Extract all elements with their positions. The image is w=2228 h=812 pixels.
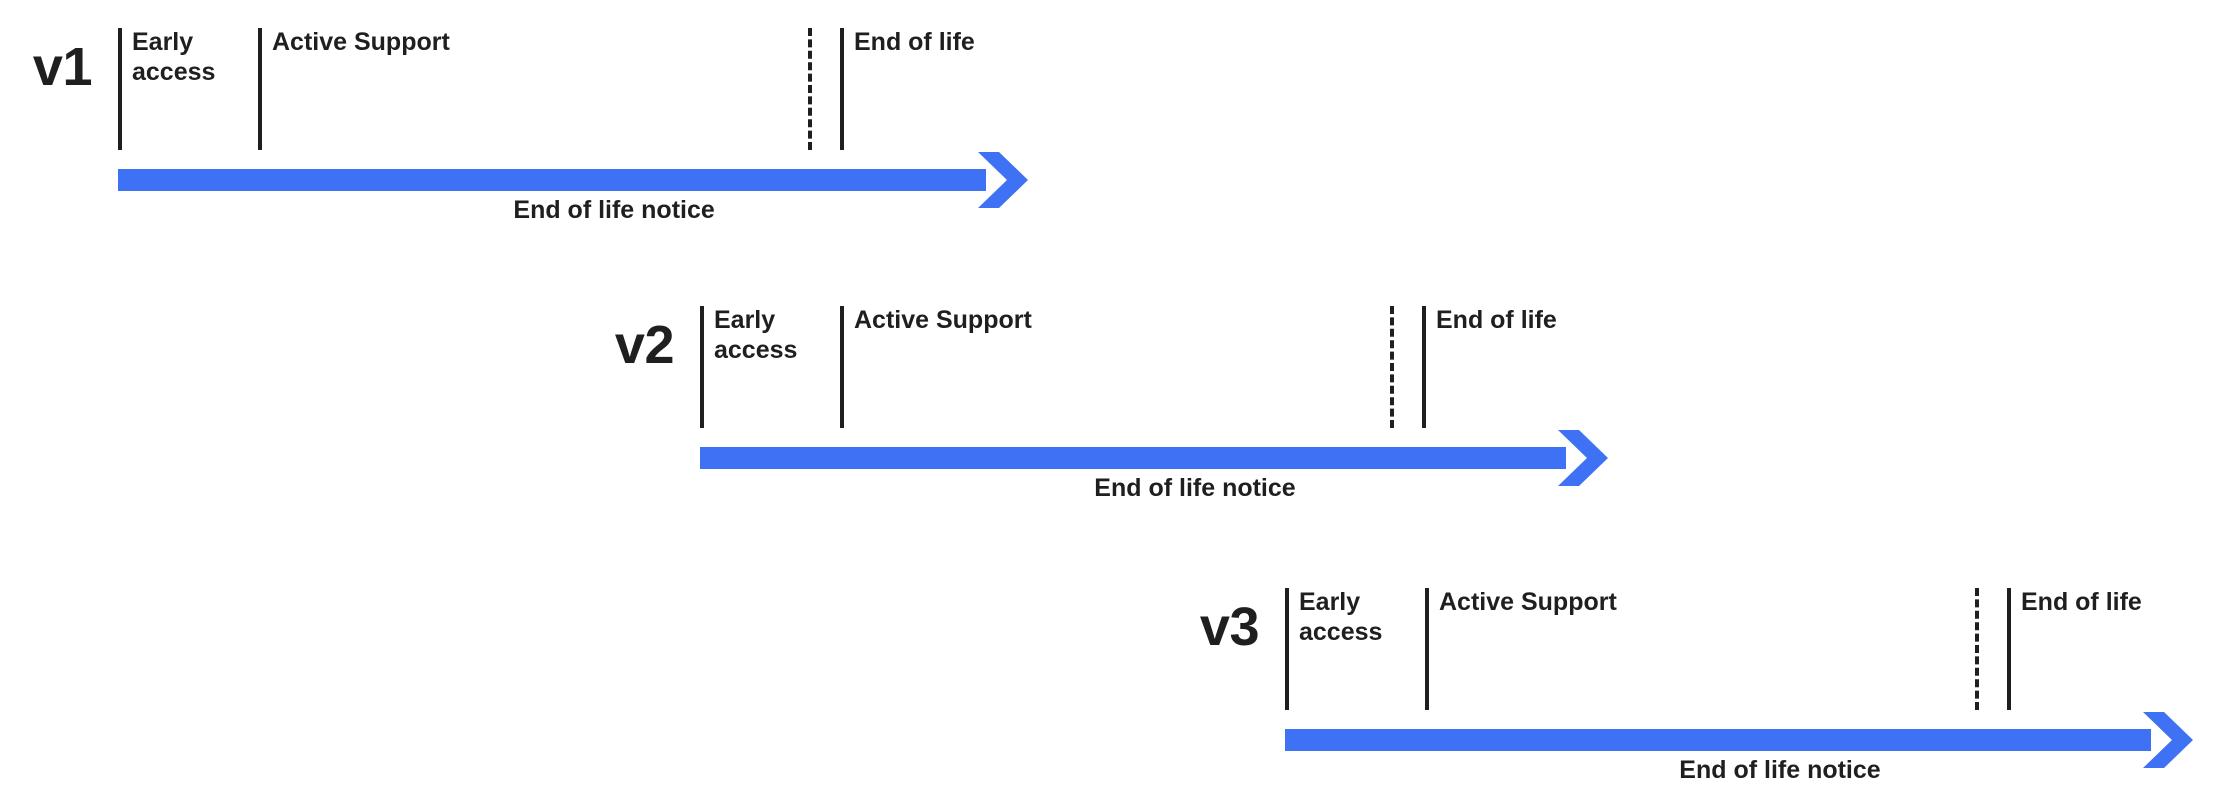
- phase-divider: [258, 28, 262, 150]
- phase-divider: [700, 306, 704, 428]
- end-of-life-notice-label: End of life notice: [1679, 756, 1881, 784]
- phase-label: Early access: [132, 28, 216, 86]
- phase-label: End of life: [854, 28, 975, 56]
- phase-label: Early access: [1299, 588, 1383, 646]
- end-of-life-notice-label: End of life notice: [1094, 474, 1296, 502]
- phase-divider: [1425, 588, 1429, 710]
- version-label-v2: v2: [614, 315, 675, 375]
- phase-divider: [1422, 306, 1426, 428]
- phase-label: End of life: [1436, 306, 1557, 334]
- phase-label: Active Support: [272, 28, 450, 56]
- version-label-v3: v3: [1199, 597, 1260, 657]
- phase-divider: [118, 28, 122, 150]
- phase-label: Active Support: [854, 306, 1032, 334]
- lifecycle-arrow: [118, 150, 1028, 208]
- version-label-v1: v1: [32, 37, 93, 97]
- end-of-life-notice-marker: [1390, 306, 1394, 428]
- end-of-life-notice-label: End of life notice: [513, 196, 715, 224]
- phase-divider: [840, 306, 844, 428]
- phase-divider: [2007, 588, 2011, 710]
- phase-divider: [1285, 588, 1289, 710]
- phase-label: Active Support: [1439, 588, 1617, 616]
- lifecycle-arrow: [700, 428, 1608, 486]
- end-of-life-notice-marker: [808, 28, 812, 150]
- end-of-life-notice-marker: [1975, 588, 1979, 710]
- phase-label: End of life: [2021, 588, 2142, 616]
- lifecycle-arrow: [1285, 710, 2193, 768]
- phase-divider: [840, 28, 844, 150]
- phase-label: Early access: [714, 306, 798, 364]
